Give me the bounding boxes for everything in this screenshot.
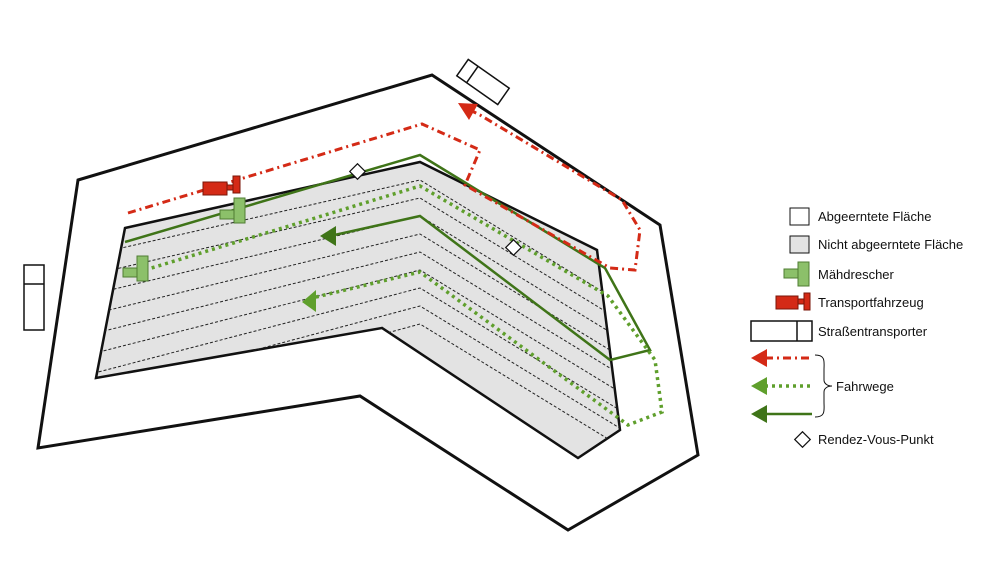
legend-road-transporter-icon: [750, 320, 813, 342]
combine-route-dotted-upper: [144, 184, 664, 427]
legend-harvested-swatch: [789, 207, 810, 226]
rendezvous-point: [348, 162, 367, 181]
legend-combine-label: Mähdrescher: [818, 267, 895, 282]
legend-route-solid-green: [751, 405, 812, 423]
transport-route: [127, 103, 642, 272]
legend-route-dotted-green: [751, 377, 812, 395]
legend-road-transporter-label: Straßentransporter: [818, 324, 928, 339]
legend-rendezvous-icon: [793, 430, 812, 449]
road-transporter-icon: [23, 264, 45, 331]
road-transporter-icon: [455, 58, 511, 106]
legend-combine-icon: [783, 261, 810, 287]
combine-route-solid: [124, 153, 652, 362]
rendezvous-point: [504, 238, 523, 257]
legend: Abgeerntete Fläche Nicht abgeerntete Flä…: [750, 207, 963, 449]
legend-unharvested-label: Nicht abgeerntete Fläche: [818, 237, 963, 252]
legend-transport-vehicle-label: Transportfahrzeug: [818, 295, 924, 310]
legend-unharvested-swatch: [789, 235, 810, 254]
unharvested-area: [94, 160, 622, 460]
legend-routes-label: Fahrwege: [836, 379, 894, 394]
legend-route-red: [751, 349, 812, 367]
routes-brace: [814, 354, 833, 418]
legend-harvested-label: Abgeerntete Fläche: [818, 209, 931, 224]
combine-harvester-icon: [219, 197, 246, 224]
legend-rendezvous-label: Rendez-Vous-Punkt: [818, 432, 934, 447]
legend-transport-vehicle-icon: [775, 292, 811, 311]
combine-harvester-icon: [122, 255, 149, 282]
transport-vehicle-icon: [202, 175, 241, 196]
